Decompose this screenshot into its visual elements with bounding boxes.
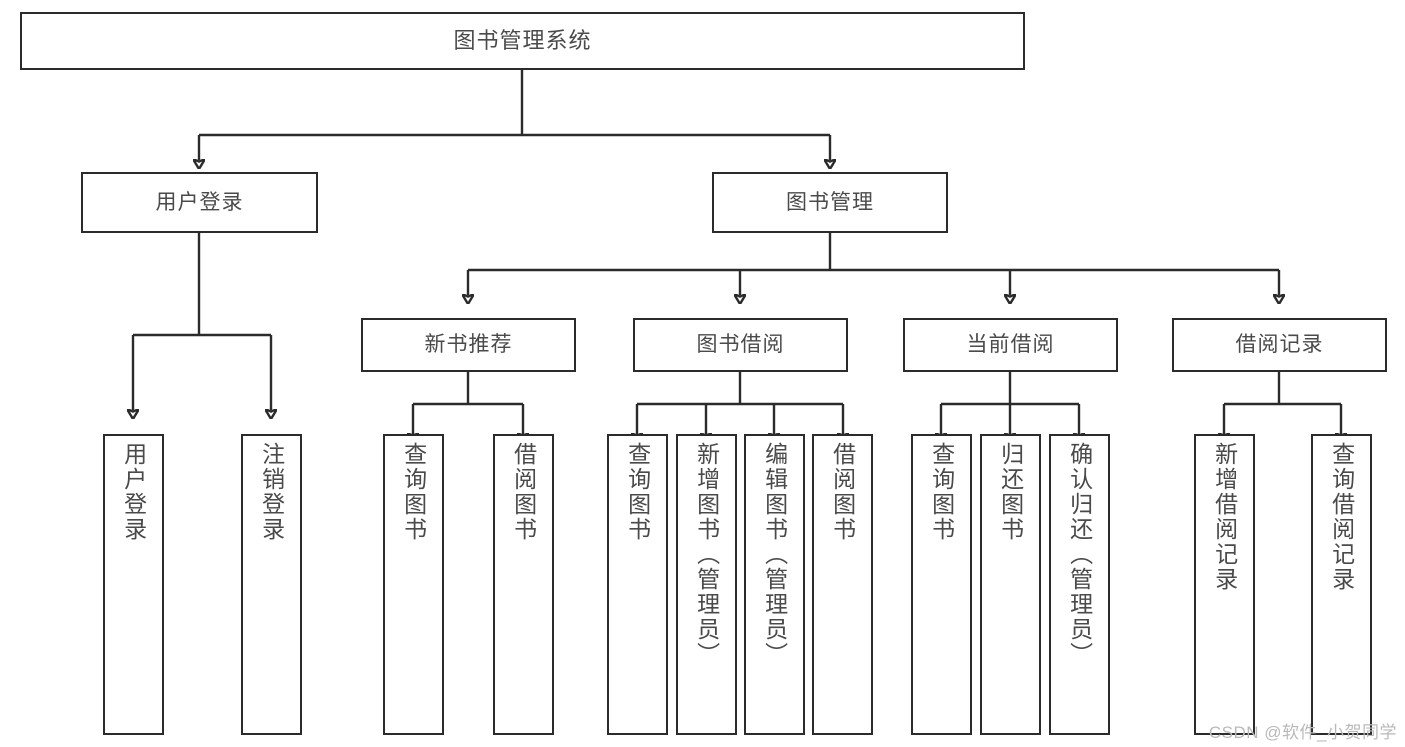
node-label: 归还图书 [997, 442, 1024, 542]
node-label: 图书管理 [786, 190, 874, 214]
leaf-book-borrow-borrow[interactable]: 借阅图书 [812, 434, 873, 735]
node-label: 新增借阅记录 [1211, 442, 1238, 592]
node-label: 图书管理系统 [453, 27, 592, 53]
node-label: 用户登录 [155, 190, 244, 214]
node-label: 借阅图书 [510, 442, 537, 542]
leaf-user-login-login[interactable]: 用户登录 [103, 434, 164, 735]
leaf-book-borrow-query[interactable]: 查询图书 [607, 434, 668, 735]
leaf-borrow-record-add[interactable]: 新增借阅记录 [1194, 434, 1255, 735]
node-borrow-record[interactable]: 借阅记录 [1172, 318, 1387, 372]
leaf-user-login-logout[interactable]: 注销登录 [241, 434, 302, 735]
node-label: 查询图书 [400, 442, 427, 542]
leaf-new-book-borrow[interactable]: 借阅图书 [493, 434, 554, 735]
csdn-watermark: CSDN @软件_小贺同学 [1208, 723, 1397, 742]
leaf-book-borrow-edit[interactable]: 编辑图书（管理员） [744, 434, 805, 735]
node-label: 查询借阅记录 [1328, 442, 1355, 592]
leaf-current-borrow-confirm-return[interactable]: 确认归还（管理员） [1049, 434, 1110, 735]
node-label: 当前借阅 [966, 333, 1055, 357]
node-user-login[interactable]: 用户登录 [81, 172, 318, 233]
node-root-book-management-system[interactable]: 图书管理系统 [20, 12, 1025, 70]
node-label: 注销登录 [258, 442, 285, 542]
leaf-borrow-record-query[interactable]: 查询借阅记录 [1311, 434, 1372, 735]
leaf-book-borrow-add[interactable]: 新增图书（管理员） [676, 434, 737, 735]
node-current-borrow[interactable]: 当前借阅 [903, 318, 1118, 372]
node-book-management[interactable]: 图书管理 [712, 172, 948, 233]
node-new-book-recommend[interactable]: 新书推荐 [361, 318, 576, 372]
node-label: 借阅记录 [1235, 333, 1324, 357]
leaf-current-borrow-query[interactable]: 查询图书 [911, 434, 972, 735]
node-label: 编辑图书（管理员） [761, 442, 788, 667]
node-label: 用户登录 [120, 442, 147, 542]
leaf-current-borrow-return[interactable]: 归还图书 [980, 434, 1041, 735]
node-label: 查询图书 [928, 442, 955, 542]
node-label: 确认归还（管理员） [1066, 442, 1093, 667]
node-book-borrow[interactable]: 图书借阅 [633, 318, 848, 372]
leaf-new-book-query[interactable]: 查询图书 [383, 434, 444, 735]
node-label: 图书借阅 [696, 333, 785, 357]
node-label: 查询图书 [624, 442, 651, 542]
node-label: 新书推荐 [424, 333, 513, 357]
node-label: 借阅图书 [829, 442, 856, 542]
node-label: 新增图书（管理员） [693, 442, 720, 667]
